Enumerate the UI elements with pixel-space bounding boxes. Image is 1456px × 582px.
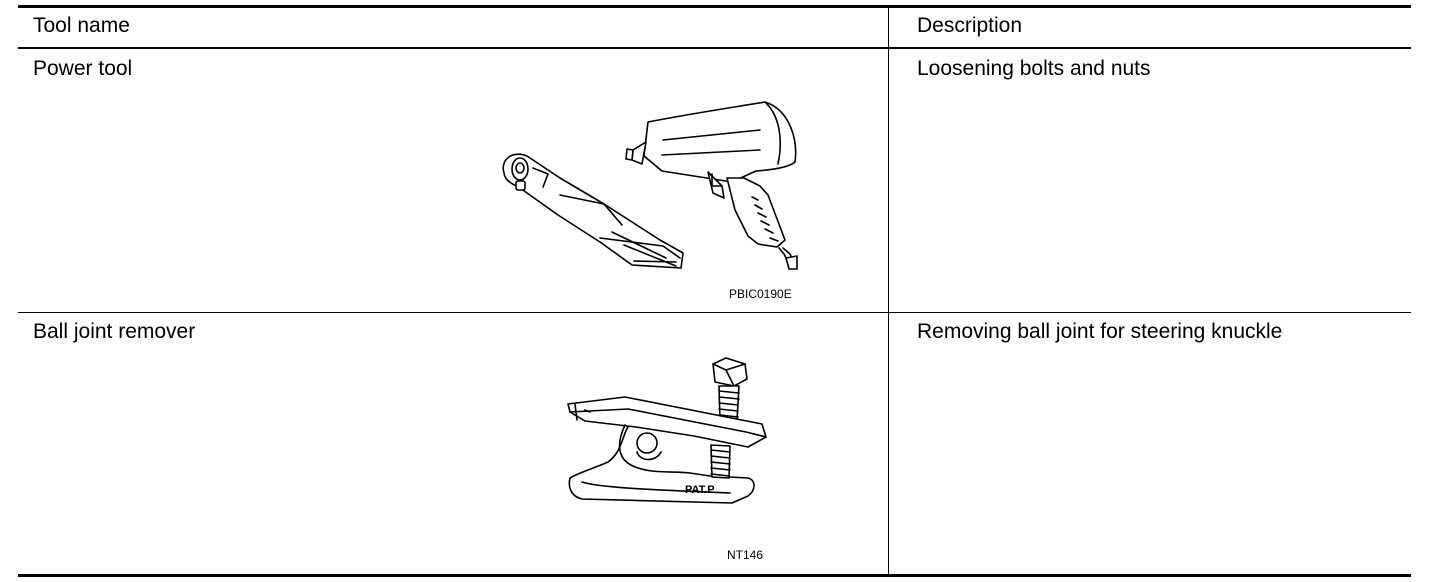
figure-code-power-tool: PBIC0190E (729, 287, 792, 301)
ball-joint-remover-illustration (560, 355, 775, 510)
row-1-description: Loosening bolts and nuts (917, 57, 1151, 80)
row-2-tool-name: Ball joint remover (33, 320, 196, 343)
power-tools-illustration (495, 95, 815, 280)
table-bottom-rule (18, 574, 1411, 577)
table-top-rule (18, 5, 1411, 8)
figure-code-ball-joint-remover: NT146 (727, 548, 764, 562)
row-2-description: Removing ball joint for steering knuckle (917, 320, 1283, 343)
pat-p-stamp: PAT.P (685, 484, 715, 496)
row-1-tool-name: Power tool (33, 57, 133, 80)
header-bottom-rule (18, 47, 1411, 49)
header-description: Description (917, 14, 1023, 37)
ratchet-wrench-icon (503, 154, 683, 268)
impact-wrench-icon (626, 102, 797, 269)
header-tool-name: Tool name (33, 14, 130, 37)
row-divider (18, 312, 1411, 313)
column-divider (888, 5, 889, 576)
